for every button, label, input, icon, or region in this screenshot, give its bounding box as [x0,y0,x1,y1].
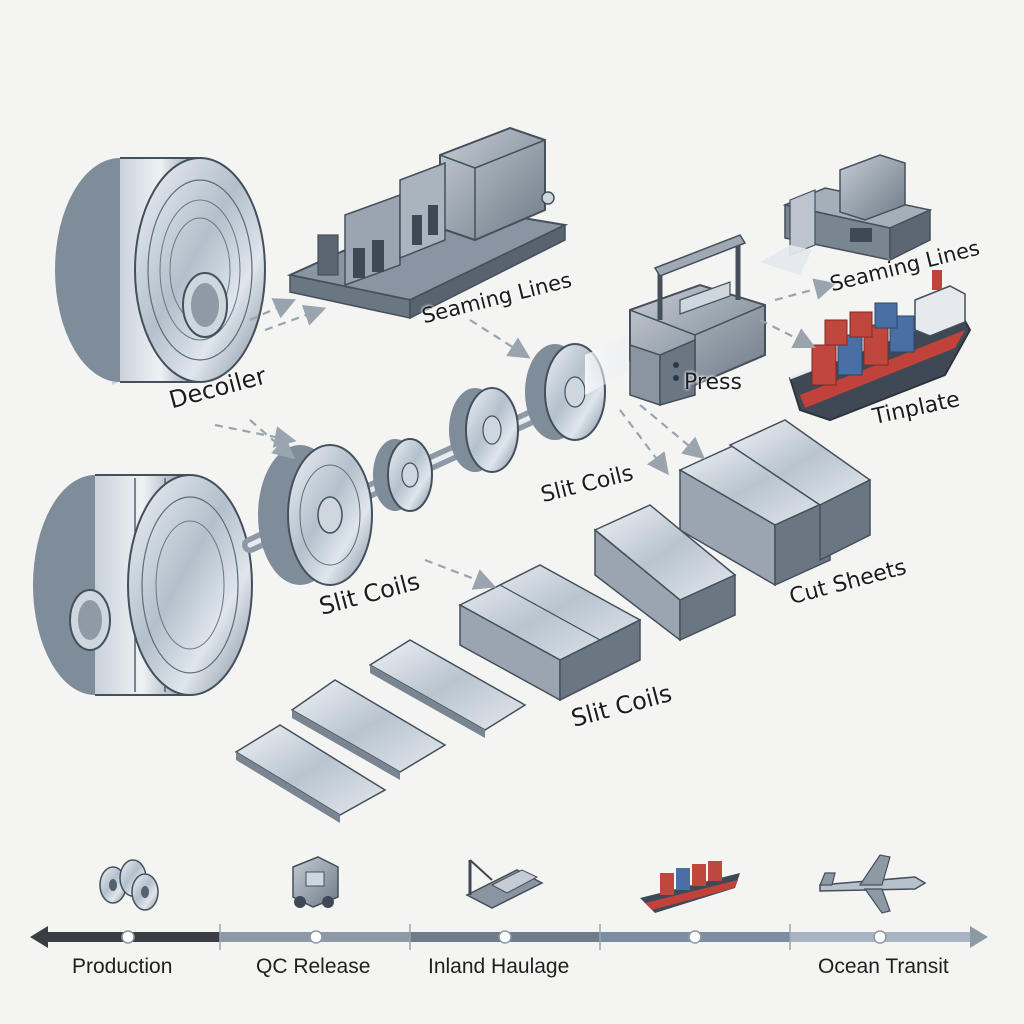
flow-arrows [214,278,837,590]
flat-sheet-2 [290,679,447,780]
decoiler-coil [55,157,266,385]
timeline-label-ocean-transit: Ocean Transit [818,955,949,978]
slit-coil-2 [373,438,433,512]
container-ship-icon [640,861,740,913]
cut-sheet-stack-3 [458,564,642,702]
slit-coil-3 [449,387,519,473]
timeline [30,924,988,950]
cut-sheet-stack-1 [678,419,872,587]
flat-sheet-3 [234,724,387,823]
timeline-label-production: Production [72,955,173,978]
inspection-machine-icon [292,856,339,908]
seaming-line-machine [286,126,569,320]
seaming-line-machine-2 [760,154,933,275]
press-machine [629,234,766,407]
press-label: Press [684,370,742,395]
master-coil [33,474,253,696]
timeline-label-inland-haulage: Inland Haulage [428,955,570,978]
flat-sheet-1 [368,639,527,738]
cut-sheet-stack-2 [593,504,737,642]
slitter-shaft [242,343,606,586]
slit-coil-1 [258,444,373,586]
container-ship [788,270,972,422]
light-beam [585,335,628,395]
rail-crane-icon [465,859,544,909]
airplane-icon [819,854,927,914]
timeline-label-qc-release: QC Release [256,955,371,978]
coil-stack-icon [99,859,159,911]
